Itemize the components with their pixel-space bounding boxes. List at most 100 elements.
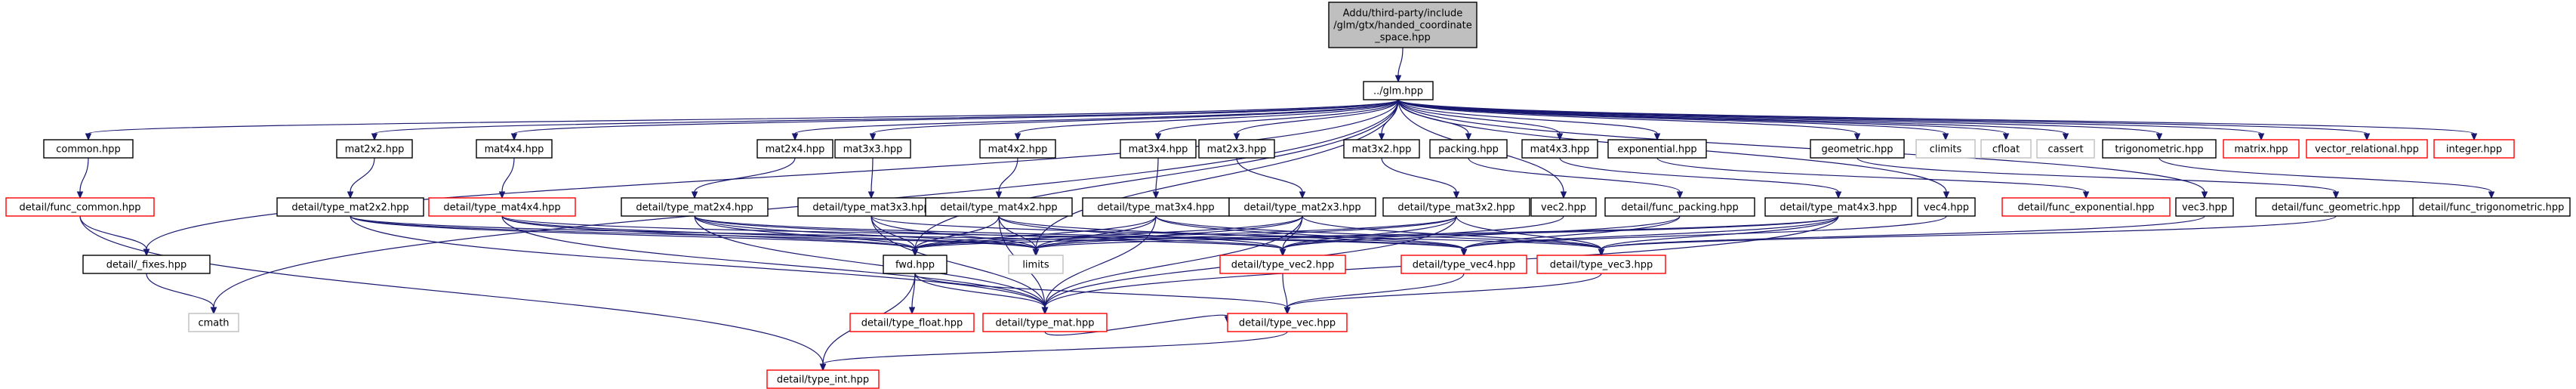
edge-type-mat2x2-to-fwd xyxy=(350,215,916,250)
edge-type-vec2-to-type-vec xyxy=(1282,273,1288,308)
node-trigonometric[interactable]: trigonometric.hpp xyxy=(2102,139,2217,159)
edge-vec4-to-type-vec4 xyxy=(1463,215,1947,250)
edge-type-mat2x3-to-fwd xyxy=(914,215,1303,250)
node-box xyxy=(2255,197,2417,217)
node-type-mat2x3[interactable]: detail/type_mat2x3.hpp xyxy=(1228,197,1376,217)
node-func-packing[interactable]: detail/func_packing.hpp xyxy=(1604,197,1755,217)
node-type-vec2[interactable]: detail/type_vec2.hpp xyxy=(1219,255,1346,274)
edge-type-mat4x3-to-limits xyxy=(1035,215,1839,250)
edge-geometric-to-func-geometric xyxy=(1857,157,2337,193)
edge-type-mat4x4-to-fwd xyxy=(501,215,916,250)
node-type-mat2x4[interactable]: detail/type_mat2x4.hpp xyxy=(621,197,769,217)
edge-type-mat-to-type-vec xyxy=(1044,314,1228,336)
node-box xyxy=(2036,139,2095,159)
edge-glm-to-mat4x3 xyxy=(1397,99,1561,134)
node-root[interactable]: Addu/third-party/include/glm/gtx/handed_… xyxy=(1328,2,1478,48)
node-type-mat4x2[interactable]: detail/type_mat4x2.hpp xyxy=(925,197,1073,217)
node-type-mat3x4[interactable]: detail/type_mat3x4.hpp xyxy=(1082,197,1230,217)
node-integer[interactable]: integer.hpp xyxy=(2433,139,2515,159)
node-type-mat4x3[interactable]: detail/type_mat4x3.hpp xyxy=(1764,197,1912,217)
node-type-int[interactable]: detail/type_int.hpp xyxy=(766,369,880,389)
node-label: matrix.hpp xyxy=(2234,144,2288,156)
node-label: fwd.hpp xyxy=(895,260,935,271)
node-label: detail/_fixes.hpp xyxy=(106,260,187,271)
arrowhead xyxy=(498,191,506,199)
node-glm[interactable]: ../glm.hpp xyxy=(1363,81,1434,100)
node-exponential[interactable]: exponential.hpp xyxy=(1607,139,1707,159)
node-mat2x3[interactable]: mat2x3.hpp xyxy=(1198,139,1275,159)
node-mat3x2[interactable]: mat3x2.hpp xyxy=(1343,139,1420,159)
node-label: climits xyxy=(1930,144,1962,156)
arrowhead xyxy=(2062,133,2069,141)
node-mat3x3[interactable]: mat3x3.hpp xyxy=(834,139,911,159)
node-box xyxy=(1328,2,1478,48)
node-box xyxy=(1228,197,1376,217)
arrowhead xyxy=(2155,133,2163,141)
edge-type-mat4x2-to-limits xyxy=(998,215,1037,250)
edge-type-mat4x3-to-type-vec3 xyxy=(1601,215,1839,250)
node-vector-relational[interactable]: vector_relational.hpp xyxy=(2306,139,2428,159)
node-cassert: cassert xyxy=(2036,139,2095,159)
node-box xyxy=(188,313,239,332)
node-func-exponential[interactable]: detail/func_exponential.hpp xyxy=(2001,197,2171,217)
arrowhead xyxy=(2488,191,2495,199)
node-box xyxy=(1082,197,1230,217)
node-cmath: cmath xyxy=(188,313,239,332)
node-matrix[interactable]: matrix.hpp xyxy=(2223,139,2300,159)
node-fwd[interactable]: fwd.hpp xyxy=(883,255,948,274)
edge-mat3x2-to-type-mat3x2 xyxy=(1381,157,1457,193)
edge-func-common-to-fixes xyxy=(79,215,147,250)
node-box xyxy=(982,313,1108,332)
edge-mat3x4-to-type-mat3x4 xyxy=(1155,157,1159,193)
node-type-float[interactable]: detail/type_float.hpp xyxy=(849,313,975,332)
arrowhead xyxy=(347,191,354,199)
node-type-mat[interactable]: detail/type_mat.hpp xyxy=(982,313,1108,332)
node-packing[interactable]: packing.hpp xyxy=(1429,139,1508,159)
edge-func-packing-to-type-vec2 xyxy=(1282,215,1681,250)
node-func-geometric[interactable]: detail/func_geometric.hpp xyxy=(2255,197,2417,217)
node-mat2x4[interactable]: mat2x4.hpp xyxy=(756,139,834,159)
node-mat4x3[interactable]: mat4x3.hpp xyxy=(1521,139,1598,159)
node-fixes[interactable]: detail/_fixes.hpp xyxy=(82,255,211,274)
edge-type-vec3-to-type-vec xyxy=(1286,273,1602,308)
edge-fwd-to-type-vec xyxy=(914,273,1288,308)
node-func-common[interactable]: detail/func_common.hpp xyxy=(5,197,155,217)
node-mat4x2[interactable]: mat4x2.hpp xyxy=(979,139,1056,159)
node-box xyxy=(336,139,413,159)
node-type-vec4[interactable]: detail/type_vec4.hpp xyxy=(1400,255,1527,274)
node-box xyxy=(1810,139,1905,159)
node-mat3x4[interactable]: mat3x4.hpp xyxy=(1120,139,1197,159)
node-vec4[interactable]: vec4.hpp xyxy=(1917,197,1976,217)
edge-glm-to-mat2x2 xyxy=(374,99,1399,134)
edge-type-mat4x2-to-type-vec4 xyxy=(998,215,1465,250)
node-type-mat3x2[interactable]: detail/type_mat3x2.hpp xyxy=(1382,197,1530,217)
node-type-mat4x4[interactable]: detail/type_mat4x4.hpp xyxy=(428,197,576,217)
node-type-vec3[interactable]: detail/type_vec3.hpp xyxy=(1536,255,1666,274)
node-label: vec3.hpp xyxy=(2182,202,2227,214)
node-label: detail/func_trigonometric.hpp xyxy=(2419,202,2565,214)
edge-type-mat3x3-to-limits xyxy=(870,215,1037,250)
edge-type-mat4x2-to-type-vec2 xyxy=(998,215,1283,250)
node-vec3[interactable]: vec3.hpp xyxy=(2175,197,2234,217)
node-type-vec[interactable]: detail/type_vec.hpp xyxy=(1227,313,1348,332)
edge-glm-to-common xyxy=(88,99,1399,134)
node-common[interactable]: common.hpp xyxy=(43,139,134,159)
edge-glm-to-integer xyxy=(1397,99,2475,134)
node-type-mat3x3[interactable]: detail/type_mat3x3.hpp xyxy=(797,197,945,217)
edges-layer xyxy=(76,47,2495,372)
edge-type-mat4x3-to-fwd xyxy=(914,215,1839,250)
node-geometric[interactable]: geometric.hpp xyxy=(1810,139,1905,159)
node-func-trigonometric[interactable]: detail/func_trigonometric.hpp xyxy=(2412,197,2571,217)
node-box xyxy=(1008,255,1064,274)
edge-mat2x4-to-type-mat2x4 xyxy=(694,157,796,193)
node-vec2[interactable]: vec2.hpp xyxy=(1530,197,1597,217)
edge-type-mat3x4-to-fwd xyxy=(914,215,1157,250)
node-mat2x2[interactable]: mat2x2.hpp xyxy=(336,139,413,159)
node-label: detail/type_mat3x3.hpp xyxy=(812,202,929,214)
arrowhead xyxy=(2201,191,2208,199)
node-mat4x4[interactable]: mat4x4.hpp xyxy=(476,139,553,159)
node-type-mat2x2[interactable]: detail/type_mat2x2.hpp xyxy=(276,197,424,217)
edge-trigonometric-to-func-trigonometric xyxy=(2158,157,2492,193)
node-label: detail/type_float.hpp xyxy=(861,318,963,329)
